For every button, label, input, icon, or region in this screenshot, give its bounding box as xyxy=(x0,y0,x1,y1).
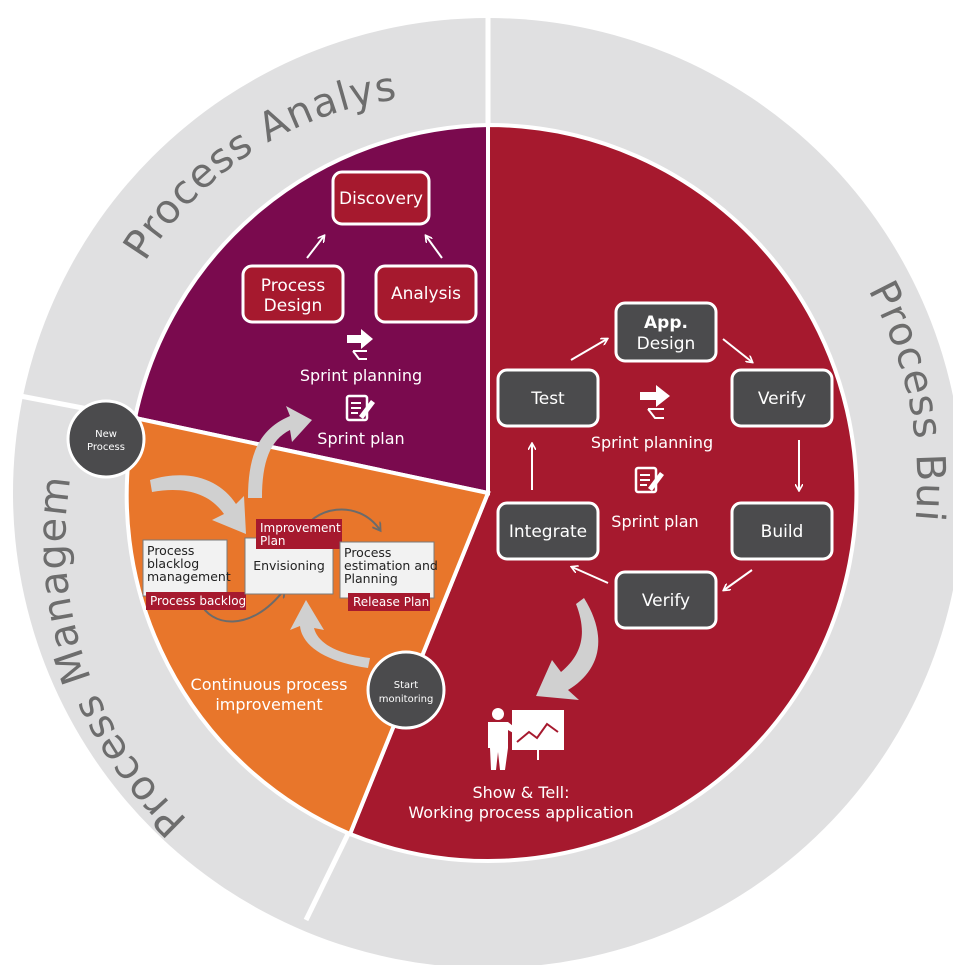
analysis-sprint-planning: Sprint planning xyxy=(300,366,422,385)
process-backlog-tag: Process backlog xyxy=(146,592,246,610)
arrow-build-to-verify xyxy=(724,569,753,590)
arrow-design-to-discovery xyxy=(306,236,324,259)
svg-text:Process: Process xyxy=(344,545,391,560)
svg-text:Build: Build xyxy=(761,522,804,542)
svg-text:Test: Test xyxy=(530,389,565,409)
sprint-planning-icon xyxy=(347,329,373,360)
svg-text:Envisioning: Envisioning xyxy=(253,558,325,573)
estimation-planning-box: Process estimation and Planning xyxy=(339,541,438,599)
continuous-improvement-line2: improvement xyxy=(215,695,322,714)
improvement-plan-tag: Improvement Plan xyxy=(256,519,342,549)
svg-text:Planning: Planning xyxy=(344,571,398,586)
build-box: Build xyxy=(730,501,834,561)
presenter-icon xyxy=(488,708,564,770)
svg-text:Release Plan: Release Plan xyxy=(353,595,429,609)
svg-text:App.: App. xyxy=(644,313,688,333)
analysis-sprint-plan: Sprint plan xyxy=(317,429,404,448)
arrow-test-to-design xyxy=(570,339,607,361)
process-design-box: Process Design xyxy=(241,264,345,324)
svg-text:management: management xyxy=(147,569,231,584)
analysis-box: Analysis xyxy=(374,264,478,324)
show-tell-subtitle: Working process application xyxy=(408,803,633,822)
build-sector xyxy=(347,122,859,863)
svg-text:Process: Process xyxy=(147,543,194,558)
svg-text:New: New xyxy=(95,429,117,440)
svg-text:Verify: Verify xyxy=(758,389,806,409)
build-sprint-plan: Sprint plan xyxy=(611,512,698,531)
discovery-box: Discovery xyxy=(331,170,431,226)
svg-text:blacklog: blacklog xyxy=(147,556,199,571)
svg-text:Verify: Verify xyxy=(642,591,690,611)
verify-top-box: Verify xyxy=(730,368,834,428)
svg-text:Integrate: Integrate xyxy=(509,522,587,542)
build-sprint-plan-icon xyxy=(634,466,664,494)
svg-text:Start: Start xyxy=(394,680,419,691)
integrate-box: Integrate xyxy=(496,501,600,561)
backlog-management-box: Process blacklog management xyxy=(142,539,231,597)
test-box: Test xyxy=(496,368,600,428)
arrow-verify-to-integrate xyxy=(572,567,609,584)
svg-text:Design: Design xyxy=(264,296,323,316)
build-sprint-planning-icon xyxy=(640,385,670,419)
svg-text:Discovery: Discovery xyxy=(339,189,423,209)
arrow-analysis-to-discovery xyxy=(426,236,443,259)
start-monitoring-marker: Start monitoring xyxy=(366,650,446,730)
svg-text:Plan: Plan xyxy=(260,534,286,548)
release-plan-tag: Release Plan xyxy=(348,593,430,611)
svg-text:monitoring: monitoring xyxy=(379,694,434,705)
arrow-monitoring xyxy=(290,600,370,668)
show-tell-title: Show & Tell: xyxy=(473,783,570,802)
app-design-box: App. Design xyxy=(614,301,718,363)
ring-divider-bottom xyxy=(303,828,353,922)
build-sprint-planning: Sprint planning xyxy=(591,433,713,452)
continuous-improvement-line1: Continuous process xyxy=(191,675,348,694)
svg-text:estimation and: estimation and xyxy=(344,558,438,573)
verify-bottom-box: Verify xyxy=(614,570,718,630)
new-process-marker: New Process xyxy=(66,399,146,479)
show-tell-arrow xyxy=(536,598,599,700)
arrow-new-process xyxy=(150,475,246,534)
svg-text:Analysis: Analysis xyxy=(391,284,461,304)
arrow-design-to-verify xyxy=(722,338,752,362)
svg-text:Process: Process xyxy=(87,442,125,453)
svg-text:Process backlog: Process backlog xyxy=(150,594,246,608)
svg-text:Improvement: Improvement xyxy=(260,521,341,535)
svg-text:Process: Process xyxy=(261,276,326,296)
sprint-plan-icon xyxy=(345,394,375,422)
arrow-to-analysis xyxy=(248,406,312,498)
svg-text:Design: Design xyxy=(637,334,696,354)
